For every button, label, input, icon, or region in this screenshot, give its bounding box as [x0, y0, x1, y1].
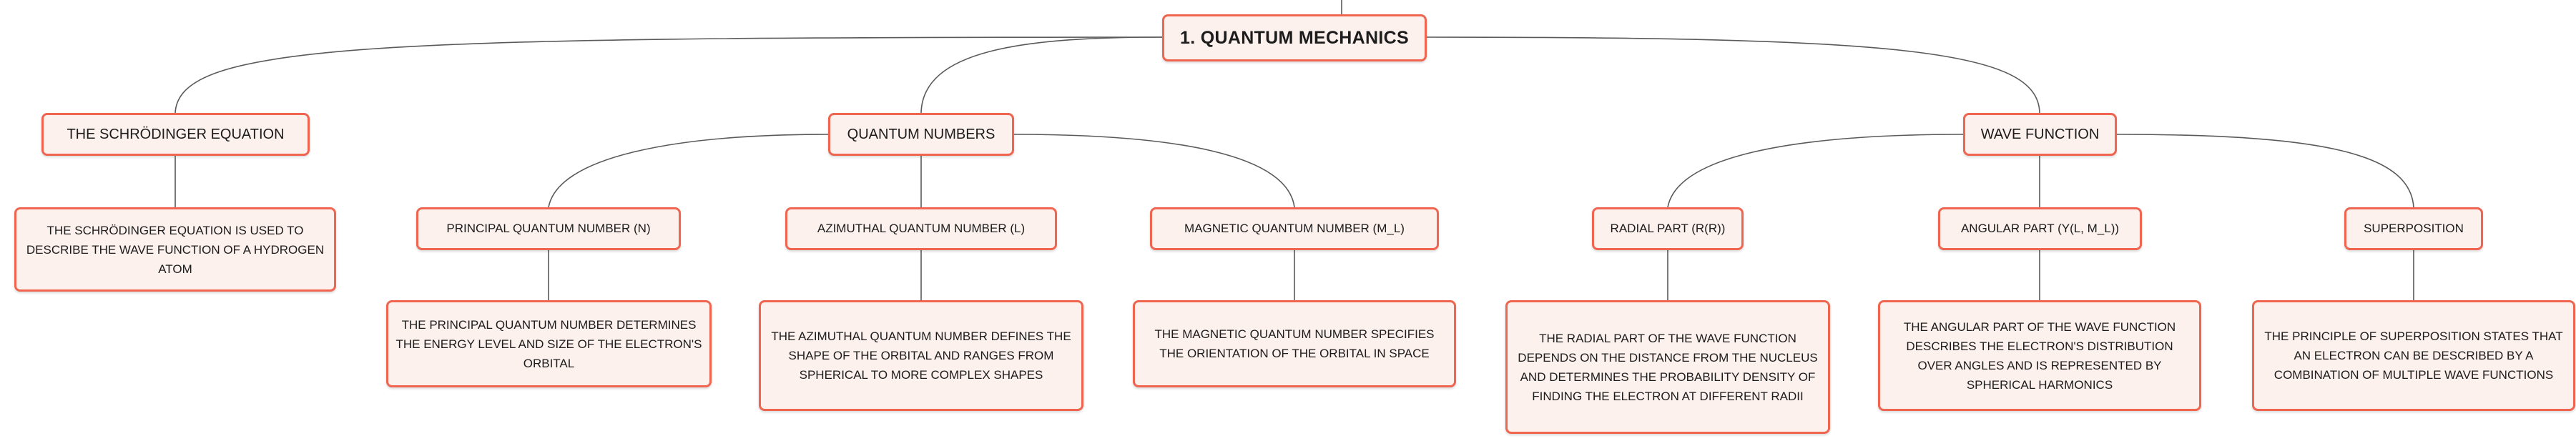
- connector-qn-magnetic: [1013, 134, 1295, 208]
- topic-angular-part[interactable]: ANGULAR PART (Y(L, M_L)): [1938, 207, 2142, 250]
- desc-radial-part[interactable]: THE RADIAL PART OF THE WAVE FUNCTION DEP…: [1505, 300, 1830, 434]
- topic-radial-part[interactable]: RADIAL PART (R(R)): [1592, 207, 1744, 250]
- desc-principal-quantum-number[interactable]: THE PRINCIPAL QUANTUM NUMBER DETERMINES …: [386, 300, 712, 387]
- desc-magnetic-quantum-number[interactable]: THE MAGNETIC QUANTUM NUMBER SPECIFIES TH…: [1133, 300, 1456, 387]
- desc-azimuthal-quantum-number[interactable]: THE AZIMUTHAL QUANTUM NUMBER DEFINES THE…: [759, 300, 1083, 411]
- connector-qn-principal: [548, 134, 829, 208]
- connector-wf-superposition: [2116, 134, 2414, 208]
- topic-quantum-numbers[interactable]: QUANTUM NUMBERS: [828, 113, 1014, 156]
- topic-principal-quantum-number[interactable]: PRINCIPAL QUANTUM NUMBER (N): [416, 207, 681, 250]
- topic-magnetic-quantum-number[interactable]: MAGNETIC QUANTUM NUMBER (M_L): [1150, 207, 1439, 250]
- desc-superposition[interactable]: THE PRINCIPLE OF SUPERPOSITION STATES TH…: [2252, 300, 2575, 411]
- topic-wave-function[interactable]: WAVE FUNCTION: [1963, 113, 2117, 156]
- topic-azimuthal-quantum-number[interactable]: AZIMUTHAL QUANTUM NUMBER (L): [785, 207, 1057, 250]
- connector-root-schrodinger: [174, 36, 1163, 114]
- topic-superposition[interactable]: SUPERPOSITION: [2344, 207, 2483, 250]
- connector-root-wave-function: [1426, 36, 2040, 114]
- connector-wf-radial: [1667, 134, 1964, 208]
- topic-schrodinger-equation[interactable]: THE SCHRÖDINGER EQUATION: [41, 113, 310, 156]
- desc-angular-part[interactable]: THE ANGULAR PART OF THE WAVE FUNCTION DE…: [1878, 300, 2201, 411]
- desc-schrodinger-equation[interactable]: THE SCHRÖDINGER EQUATION IS USED TO DESC…: [14, 207, 336, 292]
- root-topic[interactable]: 1. QUANTUM MECHANICS: [1162, 14, 1427, 61]
- connector-root-quantum-numbers: [920, 36, 1163, 114]
